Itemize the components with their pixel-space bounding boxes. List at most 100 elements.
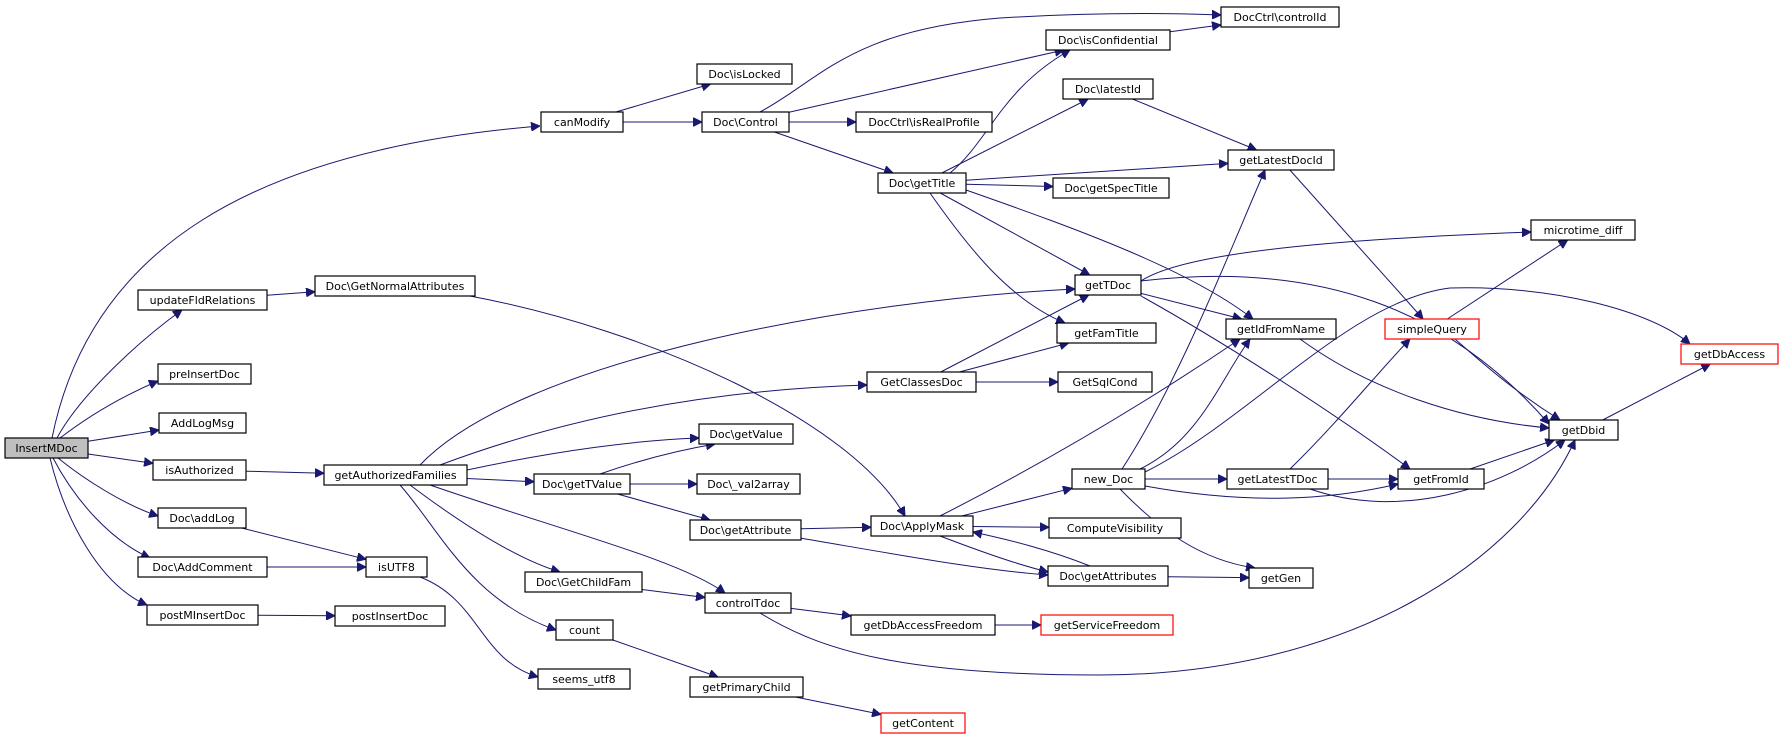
node-getFamTitle[interactable]: getFamTitle (1056, 322, 1157, 344)
node-ApplyMask[interactable]: Doc\ApplyMask (870, 515, 974, 537)
node-getTitle[interactable]: Doc\getTitle (877, 172, 967, 194)
node-label: getIdFromName (1237, 323, 1325, 336)
node-postInsertDoc[interactable]: postInsertDoc (334, 605, 446, 627)
node-getLatestTDoc[interactable]: getLatestTDoc (1226, 468, 1329, 490)
node-ComputeVisibility[interactable]: ComputeVisibility (1048, 517, 1182, 539)
node-box (152, 459, 247, 481)
edge-isUTF8-to-seems_utf8 (419, 576, 538, 677)
edge-getTValue-to-getAttribute (617, 493, 711, 520)
node-Control[interactable]: Doc\Control (701, 111, 790, 133)
node-box (524, 571, 643, 593)
node-box (1048, 517, 1182, 539)
node-AddComment[interactable]: Doc\AddComment (137, 556, 268, 578)
node-seems_utf8[interactable]: seems_utf8 (537, 668, 631, 690)
node-getFromId[interactable]: getFromId (1397, 468, 1485, 490)
node-new_Doc[interactable]: new_Doc (1071, 468, 1146, 490)
node-microtime_diff[interactable]: microtime_diff (1530, 219, 1636, 241)
node-box (866, 371, 977, 393)
node-label: canModify (554, 116, 611, 129)
node-getTDoc[interactable]: getTDoc (1074, 274, 1142, 296)
node-box (334, 605, 446, 627)
node-label: Doc\getSpecTitle (1064, 182, 1158, 195)
node-label: getDbAccessFreedom (864, 619, 983, 632)
edge-new_Doc-to-getDbAccess (1144, 287, 1690, 473)
edge-InsertMDoc-to-addLog (57, 457, 158, 516)
node-getDbAccessFreedom[interactable]: getDbAccessFreedom (850, 614, 996, 636)
node-simpleQuery[interactable]: simpleQuery (1384, 318, 1480, 340)
node-getDbAccess[interactable]: getDbAccess (1680, 343, 1779, 365)
node-getAuthorizedFamilies[interactable]: getAuthorizedFamilies (323, 464, 468, 486)
node-label: Doc\latestId (1075, 83, 1141, 96)
node-box (1397, 468, 1485, 490)
node-getDbid[interactable]: getDbid (1548, 419, 1619, 441)
node-postMInsertDoc[interactable]: postMInsertDoc (146, 604, 259, 626)
node-box (533, 473, 631, 495)
node-getLatestDocId[interactable]: getLatestDocId (1227, 149, 1335, 171)
node-val2array[interactable]: Doc\_val2array (696, 473, 801, 495)
node-box (704, 592, 792, 614)
edge-latestId-to-getLatestDocId (1132, 98, 1256, 150)
edge-InsertMDoc-to-AddComment (52, 457, 150, 558)
node-preInsertDoc[interactable]: preInsertDoc (157, 363, 252, 385)
node-label: GetSqlCond (1073, 376, 1138, 389)
node-label: Doc\isConfidential (1058, 34, 1158, 47)
edge-Control-to-isConfidential (788, 50, 1064, 113)
node-GetNormalAttributes[interactable]: Doc\GetNormalAttributes (314, 275, 476, 297)
node-box (365, 556, 428, 578)
node-getContent[interactable]: getContent (880, 712, 966, 734)
node-GetChildFam[interactable]: Doc\GetChildFam (524, 571, 643, 593)
edge-GetNormalAttributes-to-ApplyMask (469, 295, 905, 516)
node-box (701, 111, 790, 133)
edge-Control-to-controlId (759, 13, 1221, 113)
node-label: Doc\getAttribute (700, 524, 792, 537)
node-box (4, 437, 89, 459)
node-box (540, 111, 624, 133)
node-label: getGen (1261, 572, 1301, 585)
node-label: getDbid (1562, 424, 1606, 437)
node-box (696, 473, 801, 495)
node-getAttributes[interactable]: Doc\getAttributes (1047, 565, 1169, 587)
node-InsertMDoc[interactable]: InsertMDoc (4, 437, 89, 459)
node-isAuthorized[interactable]: isAuthorized (152, 459, 247, 481)
node-box (537, 668, 631, 690)
node-controlTdoc[interactable]: controlTdoc (704, 592, 792, 614)
node-getIdFromName[interactable]: getIdFromName (1225, 318, 1337, 340)
node-latestId[interactable]: Doc\latestId (1062, 78, 1154, 100)
node-label: Doc\getTValue (542, 478, 622, 491)
node-isLocked[interactable]: Doc\isLocked (696, 63, 793, 85)
node-label: DocCtrl\controlId (1234, 11, 1327, 24)
node-isConfidential[interactable]: Doc\isConfidential (1045, 29, 1171, 51)
node-box (157, 363, 252, 385)
edge-ApplyMask-to-getAttributes (939, 535, 1048, 572)
node-getSpecTitle[interactable]: Doc\getSpecTitle (1052, 177, 1170, 199)
node-label: DocCtrl\isRealProfile (868, 116, 979, 129)
node-label: getContent (892, 717, 954, 730)
node-getServiceFreedom[interactable]: getServiceFreedom (1040, 614, 1174, 636)
node-AddLogMsg[interactable]: AddLogMsg (158, 412, 247, 434)
edge-getTDoc-to-microtime_diff (1140, 232, 1531, 282)
node-updateFldRelations[interactable]: updateFldRelations (137, 289, 268, 311)
node-isRealProfile[interactable]: DocCtrl\isRealProfile (855, 111, 993, 133)
edge-ApplyMask-to-ComputeVisibility (972, 527, 1049, 528)
node-getPrimaryChild[interactable]: getPrimaryChild (689, 676, 804, 698)
edge-getTitle-to-getTDoc (939, 192, 1090, 275)
node-isUTF8[interactable]: isUTF8 (365, 556, 428, 578)
edge-getLatestTDoc-to-getDbid (1309, 440, 1565, 503)
edge-getAttributes-to-ApplyMask (973, 532, 1091, 567)
edge-getAuthorizedFamilies-to-getValue (466, 438, 699, 471)
node-count[interactable]: count (555, 619, 614, 641)
node-box (689, 519, 802, 541)
node-canModify[interactable]: canModify (540, 111, 624, 133)
node-label: Doc\ApplyMask (880, 520, 965, 533)
node-GetClassesDoc[interactable]: GetClassesDoc (866, 371, 977, 393)
node-addLog[interactable]: Doc\addLog (157, 507, 247, 529)
node-getAttribute[interactable]: Doc\getAttribute (689, 519, 802, 541)
node-controlId[interactable]: DocCtrl\controlId (1220, 6, 1340, 28)
edge-getLatestDocId-to-simpleQuery (1289, 169, 1423, 319)
node-getValue[interactable]: Doc\getValue (698, 423, 794, 445)
node-getGen[interactable]: getGen (1248, 567, 1314, 589)
node-getTValue[interactable]: Doc\getTValue (533, 473, 631, 495)
node-GetSqlCond[interactable]: GetSqlCond (1057, 371, 1153, 393)
node-label: Doc\getTitle (889, 177, 956, 190)
